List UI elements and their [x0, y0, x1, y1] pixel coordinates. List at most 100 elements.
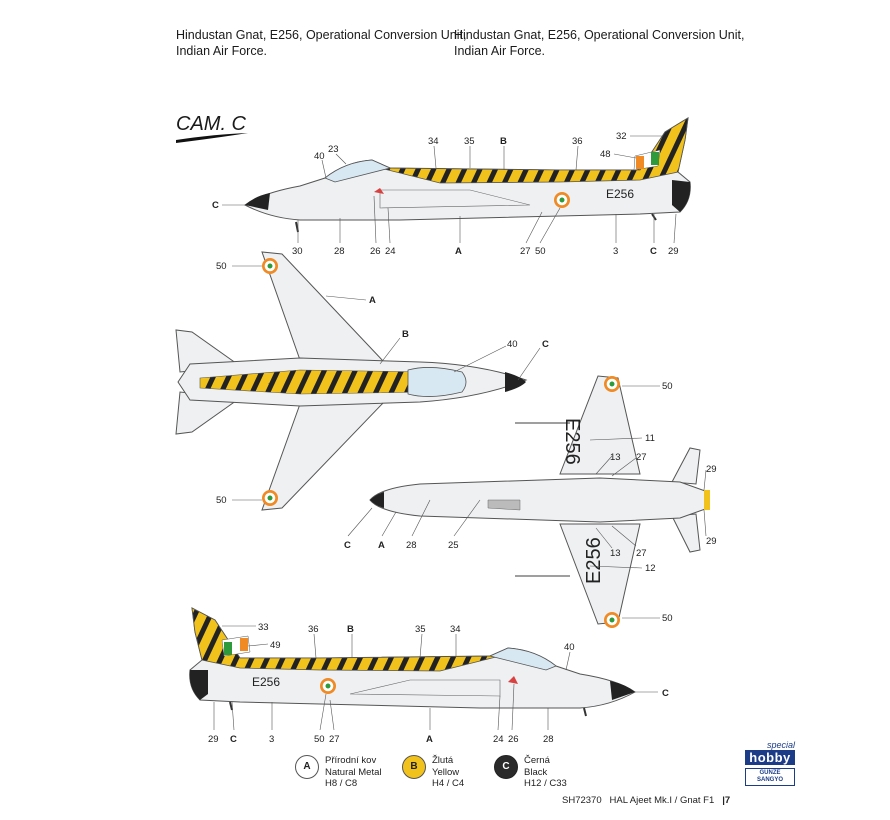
legend-swatch-c: C [494, 755, 518, 779]
callout-35: 35 [464, 136, 475, 147]
fuselage-serial: E256 [606, 187, 634, 201]
callout-c: C [344, 540, 351, 551]
callout-50: 50 [216, 495, 227, 506]
callout-50: 50 [216, 261, 227, 272]
callout-29: 29 [706, 464, 717, 475]
callout-c: C [650, 246, 657, 257]
callout-33: 33 [258, 622, 269, 633]
legend-swatch-b: B [402, 755, 426, 779]
legend-item-yellow: B Žlutá Yellow H4 / C4 [402, 755, 492, 790]
legend-paint-code: H12 / C33 [524, 778, 567, 789]
callout-28: 28 [334, 246, 345, 257]
callout-34: 34 [450, 624, 461, 635]
callout-c: C [230, 734, 237, 745]
callout-a: A [455, 246, 462, 257]
fuselage-serial: E256 [252, 675, 280, 689]
legend-czech-name: Přírodní kov [325, 755, 377, 766]
callout-11: 11 [645, 433, 655, 444]
callout-23: 23 [328, 144, 339, 155]
callout-24: 24 [493, 734, 504, 745]
legend-czech-name: Černá [524, 755, 550, 766]
callout-36: 36 [572, 136, 583, 147]
legend-paint-code: H4 / C4 [432, 778, 465, 789]
callout-3: 3 [613, 246, 618, 257]
callout-b: B [402, 329, 409, 340]
callout-50: 50 [662, 381, 673, 392]
logo-special: special [766, 740, 795, 750]
legend-paint-code: H8 / C8 [325, 778, 358, 789]
footer-product-code: SH72370 [562, 795, 602, 806]
callout-3: 3 [269, 734, 274, 745]
callout-50: 50 [535, 246, 546, 257]
logo-hobby: hobby [745, 750, 795, 765]
callout-13: 13 [610, 548, 621, 559]
callout-26: 26 [370, 246, 381, 257]
callout-36: 36 [308, 624, 319, 635]
wing-serial-top: E256 [561, 418, 583, 465]
legend-swatch-a: A [295, 755, 319, 779]
callout-32: 32 [616, 131, 627, 142]
caption-line: Indian Air Force. [454, 44, 546, 58]
scheme-title: CAM. C [176, 113, 246, 135]
caption-line: Hindustan Gnat, E256, Operational Conver… [176, 28, 467, 42]
callout-49: 49 [270, 640, 281, 651]
callout-40: 40 [564, 642, 575, 653]
publisher-logo: special hobby GUNZE SANGYO [745, 741, 795, 786]
callouts-top-profile: 34 35 B 36 32 48 40 23 C 30 28 A 26 24 2… [212, 131, 679, 257]
legend-item-natural-metal: A Přírodní kov Natural Metal H8 / C8 [295, 755, 395, 790]
callout-c: C [542, 339, 549, 350]
legend-item-black: C Černá Black H12 / C33 [494, 755, 584, 790]
wing-serial-bottom: E256 [583, 537, 605, 584]
callout-27: 27 [636, 452, 647, 463]
callout-27: 27 [520, 246, 531, 257]
callout-28: 28 [406, 540, 417, 551]
callout-c: C [662, 688, 669, 699]
callouts-plan-lower: 50 11 13 27 29 C A 28 25 13 27 29 12 50 [344, 381, 717, 624]
legend-english-name: Natural Metal [325, 766, 382, 778]
callouts-plan-upper: 50 A B 40 C 50 [216, 261, 549, 506]
callouts-bottom-profile: 33 49 36 B 35 34 40 C 29 C 3 50 27 A 24 … [208, 622, 669, 745]
callout-29: 29 [668, 246, 679, 257]
caption-line: Indian Air Force. [176, 44, 268, 58]
callout-a: A [369, 295, 376, 306]
page-footer: SH72370 HAL Ajeet Mk.I / Gnat F1 |7 [562, 795, 730, 806]
caption-line: Hindustan Gnat, E256, Operational Conver… [454, 28, 745, 42]
callout-29: 29 [706, 536, 717, 547]
profile-starboard-view: E256 [189, 607, 636, 717]
callout-a: A [426, 734, 433, 745]
callout-27: 27 [329, 734, 340, 745]
plan-lower-view: E256 E256 [369, 375, 710, 628]
callout-28: 28 [543, 734, 554, 745]
callout-34: 34 [428, 136, 439, 147]
callout-26: 26 [508, 734, 519, 745]
callout-a: A [378, 540, 385, 551]
callout-50: 50 [662, 613, 673, 624]
legend-czech-name: Žlutá [432, 755, 454, 766]
callout-24: 24 [385, 246, 396, 257]
legend-english-name: Yellow [432, 766, 460, 778]
callout-29: 29 [208, 734, 219, 745]
callout-12: 12 [645, 563, 656, 574]
callout-50: 50 [314, 734, 325, 745]
callout-13: 13 [610, 452, 621, 463]
profile-port-view: E256 [244, 117, 691, 233]
plan-upper-view [175, 251, 528, 511]
title-swoosh [176, 133, 248, 143]
footer-title: HAL Ajeet Mk.I / Gnat F1 [609, 795, 715, 806]
logo-gunze-sangyo: GUNZE SANGYO [745, 768, 795, 786]
callout-b: B [347, 624, 354, 635]
callout-40: 40 [507, 339, 518, 350]
callout-c: C [212, 200, 219, 211]
header-right-caption: Hindustan Gnat, E256, Operational Conver… [454, 27, 744, 59]
legend-english-name: Black [524, 766, 548, 778]
callout-48: 48 [600, 149, 611, 160]
callout-b: B [500, 136, 507, 147]
callout-40: 40 [314, 151, 325, 162]
callout-30: 30 [292, 246, 303, 257]
footer-page-number: |7 [722, 795, 731, 806]
callout-27: 27 [636, 548, 647, 559]
callout-25: 25 [448, 540, 459, 551]
callout-35: 35 [415, 624, 426, 635]
header-left-caption: Hindustan Gnat, E256, Operational Conver… [176, 27, 466, 59]
